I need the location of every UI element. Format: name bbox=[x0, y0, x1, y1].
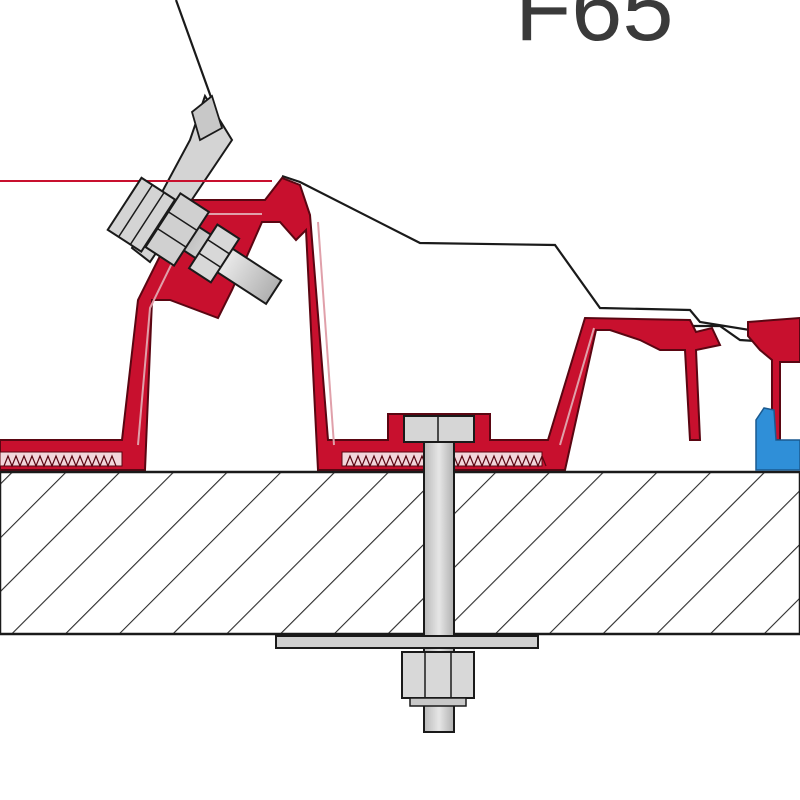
adapter-profile bbox=[0, 176, 722, 471]
washer-icon bbox=[275, 635, 539, 649]
profile-highlight-2 bbox=[317, 221, 595, 446]
gutter-rail-outline bbox=[281, 174, 771, 344]
awning-wall-outline bbox=[174, 0, 214, 101]
hex-nut-icon bbox=[144, 191, 211, 267]
hex-nut-icon-lower bbox=[401, 651, 475, 699]
roof-panel bbox=[0, 470, 800, 636]
through-bolt-head bbox=[403, 415, 475, 443]
bracket-tab bbox=[190, 94, 224, 142]
lower-nut-washer bbox=[409, 697, 467, 707]
rubber-seal-icon bbox=[755, 407, 800, 471]
hex-nut-icon-2 bbox=[187, 223, 241, 284]
model-label: F65 bbox=[515, 0, 674, 60]
angled-bolt-assembly bbox=[144, 191, 283, 306]
bracket-bolt-head bbox=[106, 176, 177, 253]
